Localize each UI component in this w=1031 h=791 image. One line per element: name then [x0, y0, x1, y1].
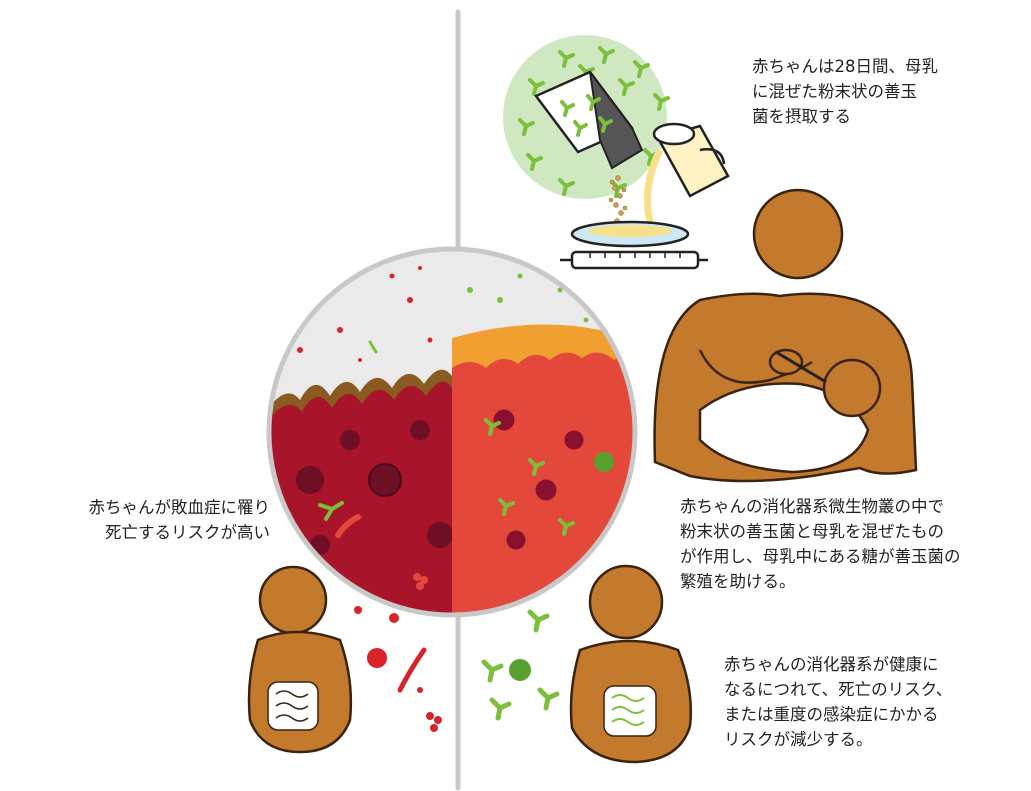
- caption-line: に混ぜた粉末状の善玉: [752, 79, 938, 104]
- sick-baby: [249, 567, 351, 752]
- probiotic-preparation: [503, 35, 728, 268]
- mother-feeding-baby: [655, 190, 916, 481]
- caption-line: 赤ちゃんの消化器系が健康に: [724, 652, 952, 677]
- caption-sepsis-risk: 赤ちゃんが敗血症に罹り 死亡するリスクが高い: [12, 495, 270, 545]
- beneficial-bacteria-cluster: [484, 612, 557, 718]
- healthy-baby: [571, 566, 691, 762]
- caption-gut-microbiome-effect: 赤ちゃんの消化器系微生物叢の中で 粉末状の善玉菌と母乳を混ぜたもの が作用し、母…: [680, 494, 961, 594]
- caption-line: リスクが減少する。: [724, 727, 952, 752]
- caption-line: なるにつれて、死亡のリスク、: [724, 677, 952, 702]
- mother-head: [754, 190, 842, 278]
- caption-line: 死亡するリスクが高い: [12, 520, 270, 545]
- caption-line: 菌を摂取する: [752, 104, 938, 129]
- caption-line: が作用し、母乳中にある糖が善玉菌の: [680, 544, 961, 569]
- baby-head: [824, 360, 880, 416]
- milk-jug-icon: [654, 124, 728, 196]
- caption-line: 粉末状の善玉菌と母乳を混ぜたもの: [680, 519, 961, 544]
- syringe-icon: [560, 252, 708, 268]
- gut-cross-section: [260, 249, 644, 620]
- caption-line: 赤ちゃんの消化器系微生物叢の中で: [680, 494, 961, 519]
- healthy-baby-head: [590, 566, 662, 638]
- harmful-bacteria-cluster: [354, 606, 442, 732]
- sick-baby-head: [260, 567, 326, 633]
- mother-hand: [770, 350, 802, 374]
- caption-line: 赤ちゃんは28日間、母乳: [752, 54, 938, 79]
- bowl-icon: [572, 222, 688, 246]
- caption-reduced-risk: 赤ちゃんの消化器系が健康に なるにつれて、死亡のリスク、 または重度の感染症にか…: [724, 652, 952, 752]
- caption-line: 赤ちゃんが敗血症に罹り: [12, 495, 270, 520]
- caption-line: 繁殖を助ける。: [680, 569, 961, 594]
- caption-probiotic-intake: 赤ちゃんは28日間、母乳 に混ぜた粉末状の善玉 菌を摂取する: [752, 54, 938, 129]
- caption-line: または重度の感染症にかかる: [724, 702, 952, 727]
